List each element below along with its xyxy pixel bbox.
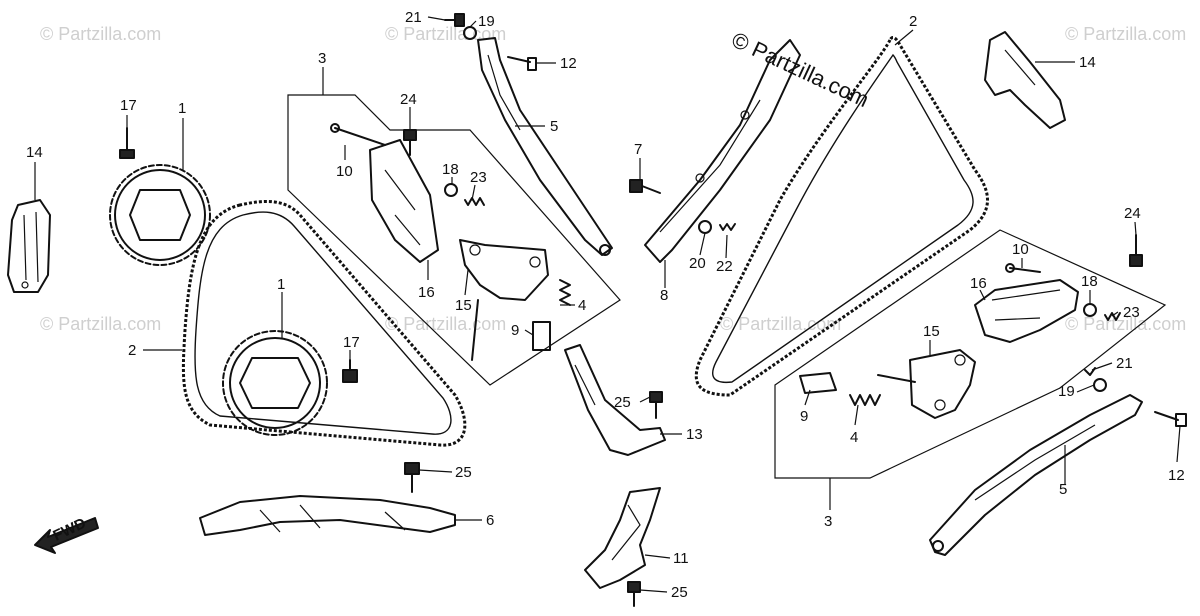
callout-8: 8 bbox=[660, 287, 668, 304]
watermark-main: © Partzilla.com bbox=[728, 27, 873, 112]
part-3-left-assembly-box bbox=[287, 94, 621, 386]
callout-2-left: 2 bbox=[128, 342, 136, 359]
callout-5-right: 5 bbox=[1059, 481, 1067, 498]
callout-21-upper: 21 bbox=[405, 9, 422, 26]
part-16-right-tensioner[interactable] bbox=[974, 279, 1079, 343]
callout-4-left: 4 bbox=[578, 297, 586, 314]
callout-5-upper: 5 bbox=[550, 118, 558, 135]
part-25-bolt-bottom[interactable] bbox=[627, 581, 641, 607]
part-24-left-bolt[interactable] bbox=[403, 129, 417, 156]
part-11-bottom-guide[interactable] bbox=[584, 487, 661, 589]
part-6-lower-guide[interactable] bbox=[199, 495, 456, 536]
part-17-bolt-upper[interactable] bbox=[119, 127, 135, 159]
callout-24-left: 24 bbox=[400, 91, 417, 108]
watermark-faint: © Partzilla.com bbox=[40, 24, 161, 44]
callouts: 1 17 14 2 1 17 3 10 24 16 18 23 15 4 9 2… bbox=[26, 9, 1185, 601]
callout-19-upper: 19 bbox=[478, 13, 495, 30]
part-21-bolt-right[interactable] bbox=[1084, 367, 1096, 376]
faint-watermarks: © Partzilla.com © Partzilla.com © Partzi… bbox=[40, 24, 1186, 334]
watermark-faint: © Partzilla.com bbox=[1065, 314, 1186, 334]
part-7-bolt[interactable] bbox=[629, 179, 661, 194]
part-1-upper-sprocket[interactable] bbox=[109, 164, 211, 266]
watermark-faint: © Partzilla.com bbox=[385, 314, 506, 334]
part-15-left-plate[interactable] bbox=[459, 239, 549, 361]
callout-18-left: 18 bbox=[442, 161, 459, 178]
callout-13: 13 bbox=[686, 426, 703, 443]
callout-17-lower: 17 bbox=[343, 334, 360, 351]
callout-10-right: 10 bbox=[1012, 241, 1029, 258]
part-9-left-pin[interactable] bbox=[532, 321, 551, 351]
part-21-bolt-upper[interactable] bbox=[444, 13, 465, 27]
part-8-guide-rail[interactable] bbox=[644, 39, 801, 263]
watermark-faint: © Partzilla.com bbox=[1065, 24, 1186, 44]
callout-1-upper: 1 bbox=[178, 100, 186, 117]
callout-20: 20 bbox=[689, 255, 706, 272]
part-20-washer[interactable] bbox=[698, 220, 712, 234]
part-2-right-chain[interactable] bbox=[694, 35, 989, 397]
callout-9-right: 9 bbox=[800, 408, 808, 425]
callout-23-right: 23 bbox=[1123, 304, 1140, 321]
part-10-left-bolt[interactable] bbox=[330, 123, 386, 146]
part-10-right-bolt[interactable] bbox=[1005, 263, 1041, 273]
watermark-faint: © Partzilla.com bbox=[385, 24, 506, 44]
part-5-upper-slipper[interactable] bbox=[477, 37, 613, 256]
watermark-faint: © Partzilla.com bbox=[40, 314, 161, 334]
part-5-right-slipper[interactable] bbox=[929, 394, 1143, 556]
callout-25-mid: 25 bbox=[614, 394, 631, 411]
callout-14-left: 14 bbox=[26, 144, 43, 161]
callout-15-right: 15 bbox=[923, 323, 940, 340]
part-18-left-washer[interactable] bbox=[444, 183, 458, 197]
callout-16-left: 16 bbox=[418, 284, 435, 301]
part-12-bolt-upper[interactable] bbox=[507, 56, 537, 71]
callout-3-left: 3 bbox=[318, 50, 326, 67]
callout-15-left: 15 bbox=[455, 297, 472, 314]
watermark-faint: © Partzilla.com bbox=[720, 314, 841, 334]
callout-25-lower-left: 25 bbox=[455, 464, 472, 481]
part-1-lower-sprocket[interactable] bbox=[222, 330, 328, 436]
callout-12-right: 12 bbox=[1168, 467, 1185, 484]
part-24-right-bolt[interactable] bbox=[1129, 234, 1143, 267]
part-22-spring[interactable] bbox=[719, 223, 736, 231]
fwd-arrow-icon: FWD bbox=[34, 515, 99, 554]
callout-22: 22 bbox=[716, 258, 733, 275]
leader-lines bbox=[34, 16, 1181, 593]
part-17-bolt-lower[interactable] bbox=[342, 359, 358, 383]
callout-4-right: 4 bbox=[850, 429, 858, 446]
part-4-right-spring[interactable] bbox=[849, 394, 881, 406]
part-19-washer-right[interactable] bbox=[1093, 378, 1107, 392]
callout-25-bottom: 25 bbox=[671, 584, 688, 601]
callout-7: 7 bbox=[634, 141, 642, 158]
part-14-right-guide[interactable] bbox=[984, 31, 1066, 129]
callout-21-right: 21 bbox=[1116, 355, 1133, 372]
callout-17-upper: 17 bbox=[120, 97, 137, 114]
part-2-left-chain[interactable] bbox=[181, 200, 467, 447]
callout-14-right: 14 bbox=[1079, 54, 1096, 71]
part-15-right-plate[interactable] bbox=[877, 349, 976, 419]
part-12-bolt-right[interactable] bbox=[1154, 411, 1187, 427]
callout-1-lower: 1 bbox=[277, 276, 285, 293]
callout-9-left: 9 bbox=[511, 322, 519, 339]
callout-6: 6 bbox=[486, 512, 494, 529]
callout-3-right: 3 bbox=[824, 513, 832, 530]
callout-16-right: 16 bbox=[970, 275, 987, 292]
callout-19-right: 19 bbox=[1058, 383, 1075, 400]
part-14-left-guide[interactable] bbox=[7, 199, 51, 293]
callout-11: 11 bbox=[673, 550, 689, 567]
part-3-right-assembly-box bbox=[774, 229, 1167, 479]
part-4-left-spring[interactable] bbox=[559, 279, 571, 306]
callout-18-right: 18 bbox=[1081, 273, 1098, 290]
part-9-right-pin[interactable] bbox=[799, 372, 837, 394]
part-23-left-spring[interactable] bbox=[464, 197, 485, 206]
part-25-bolt-mid[interactable] bbox=[649, 391, 663, 419]
part-25-bolt-lower-left[interactable] bbox=[404, 462, 420, 493]
callout-23-left: 23 bbox=[470, 169, 487, 186]
callout-10-left: 10 bbox=[336, 163, 353, 180]
part-23-right-spring[interactable] bbox=[1104, 312, 1121, 321]
callout-12-upper: 12 bbox=[560, 55, 577, 72]
callout-2-right: 2 bbox=[909, 13, 917, 30]
part-16-left-tensioner[interactable] bbox=[369, 139, 439, 263]
callout-24-right: 24 bbox=[1124, 205, 1141, 222]
